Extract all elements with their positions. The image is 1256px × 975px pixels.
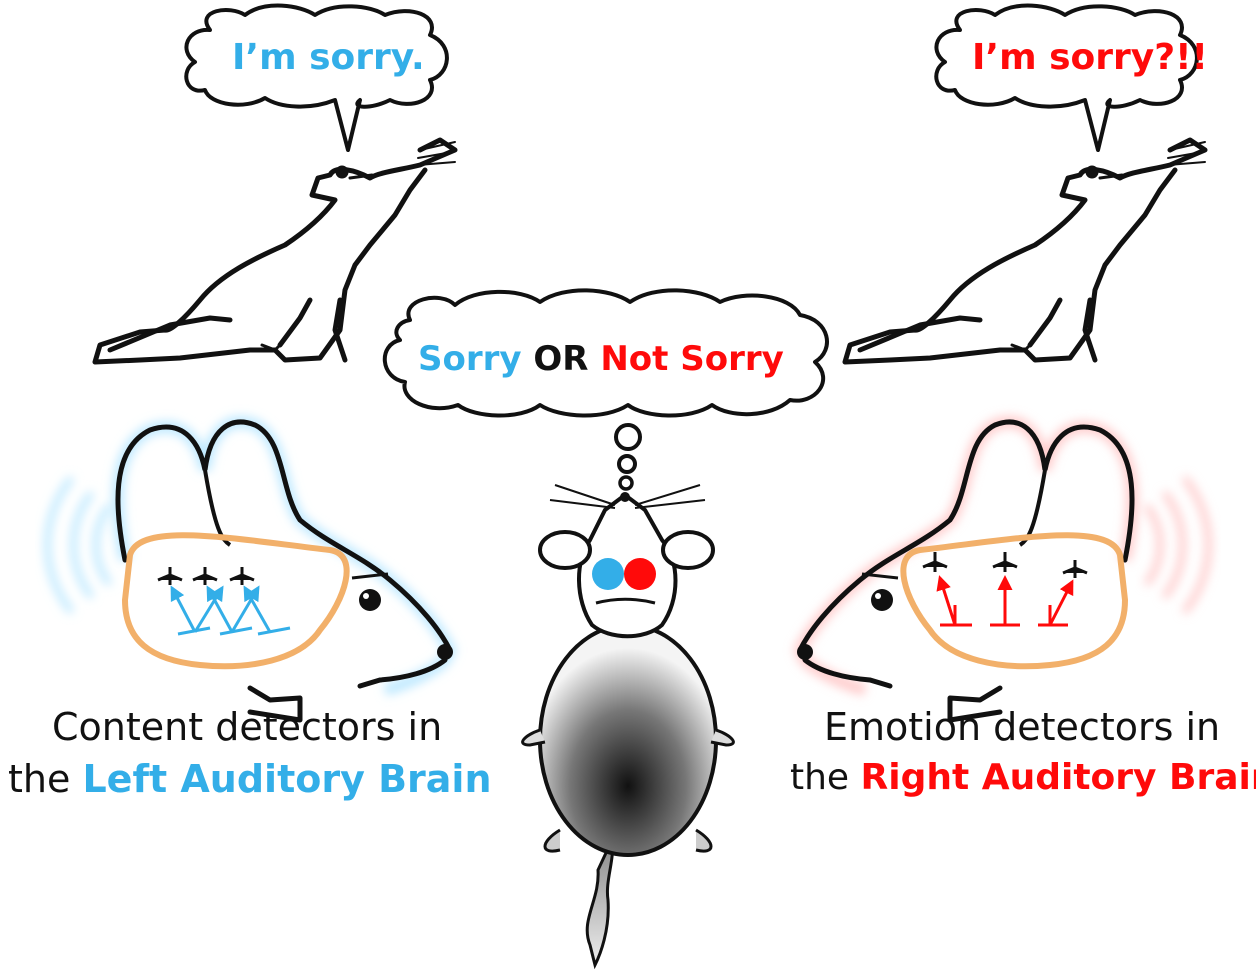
left-caption-prefix: the [8,757,71,801]
right-caption-highlight: Right Auditory Brain [860,757,1256,798]
left-sound-waves [44,476,112,614]
left-speech-text: I’m sorry. [232,37,425,78]
thought-not-sorry: Not Sorry [600,339,784,379]
right-mouse-head-icon [793,416,1139,723]
right-sound-waves [1144,476,1212,614]
left-sitting-rat-icon [92,137,458,365]
left-neurons [157,567,255,585]
listening-mouse-icon [521,484,735,970]
thought-or: OR [533,339,589,379]
left-speech-bubble [184,3,449,152]
left-caption-line2: the Left Auditory Brain [8,760,492,798]
thought-sorry: Sorry [418,339,522,379]
left-caption-highlight: Left Auditory Brain [82,757,492,801]
left-caption-line1: Content detectors in [52,705,443,749]
right-caption-prefix: the [790,757,850,798]
left-mouse-head-icon [111,416,457,723]
right-neurons [922,552,1088,578]
right-caption-line1: Emotion detectors in [824,705,1221,749]
right-speech-bubble [934,3,1199,152]
right-speech-text: I’m sorry?!! [972,37,1208,78]
right-caption-line2: the Right Auditory Brain [790,760,1256,796]
right-sitting-rat-icon [842,137,1208,365]
thought-text: Sorry OR Not Sorry [418,342,784,376]
thought-bubble [382,288,829,491]
